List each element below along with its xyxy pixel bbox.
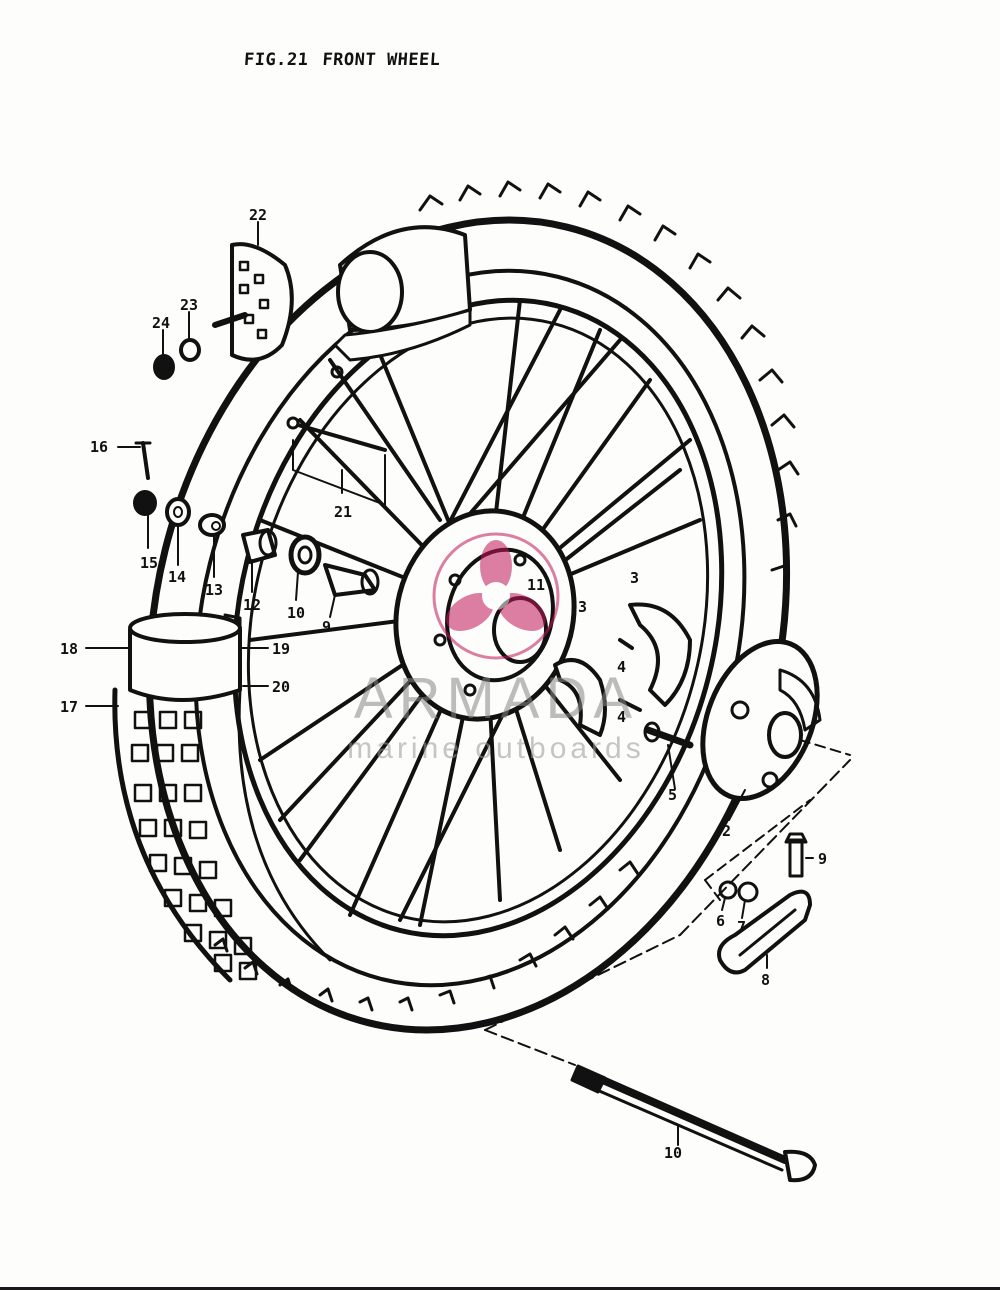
tube-upper-section bbox=[333, 225, 472, 362]
callout-15: 13 bbox=[205, 581, 223, 599]
tire-tread bbox=[213, 180, 800, 1012]
callout-17: 15 bbox=[140, 554, 158, 572]
tube-and-rim-band bbox=[128, 612, 242, 702]
tire-tread-blocks bbox=[130, 710, 258, 981]
callout-14: 12 bbox=[243, 596, 261, 614]
axle bbox=[484, 759, 851, 1183]
callout-11: 9 bbox=[322, 618, 331, 636]
callout-5: 5 bbox=[668, 786, 677, 804]
brake-panel bbox=[700, 639, 851, 801]
watermark-logo-mark bbox=[432, 532, 560, 660]
callout-26: 24 bbox=[152, 314, 170, 332]
callout-23: 21 bbox=[334, 503, 352, 521]
tire-section-edge bbox=[112, 687, 233, 983]
callout-12: 10 bbox=[287, 604, 305, 622]
spoke-nipples bbox=[286, 365, 387, 506]
watermark: ARMADA marine outboards bbox=[347, 532, 644, 765]
callout-3b: 3 bbox=[578, 598, 587, 616]
brake-cam bbox=[643, 721, 694, 749]
callout-19: 17 bbox=[60, 698, 78, 716]
callout-18: 16 bbox=[90, 438, 108, 456]
callout-20: 18 bbox=[60, 640, 78, 658]
watermark-brand: ARMADA bbox=[354, 666, 638, 731]
callout-9: 9 bbox=[818, 850, 827, 868]
watermark-tagline: marine outboards bbox=[347, 732, 644, 765]
callout-10: 10 bbox=[664, 1144, 682, 1162]
callout-22: 20 bbox=[272, 678, 290, 696]
callout-16: 14 bbox=[168, 568, 186, 586]
callout-4b: 4 bbox=[617, 708, 626, 726]
callout-7: 7 bbox=[737, 918, 746, 936]
callout-3a: 3 bbox=[630, 569, 639, 587]
callout-25: 23 bbox=[180, 296, 198, 314]
brake-lever-assembly bbox=[704, 799, 812, 975]
callout-4a: 4 bbox=[617, 658, 626, 676]
callout-2: 2 bbox=[722, 822, 731, 840]
callout-13: 11 bbox=[527, 576, 545, 594]
callout-numbers: 22 23 24 16 15 14 13 12 10 9 21 11 18 19… bbox=[60, 206, 827, 1162]
callout-21: 19 bbox=[272, 640, 290, 658]
leader-lines bbox=[85, 221, 814, 1146]
speedometer-drive bbox=[153, 242, 294, 380]
callout-24: 22 bbox=[249, 206, 267, 224]
brake-shoes bbox=[553, 602, 692, 737]
callout-6: 6 bbox=[716, 912, 725, 930]
callout-8: 8 bbox=[761, 971, 770, 989]
bearings-and-spacers bbox=[133, 441, 380, 597]
